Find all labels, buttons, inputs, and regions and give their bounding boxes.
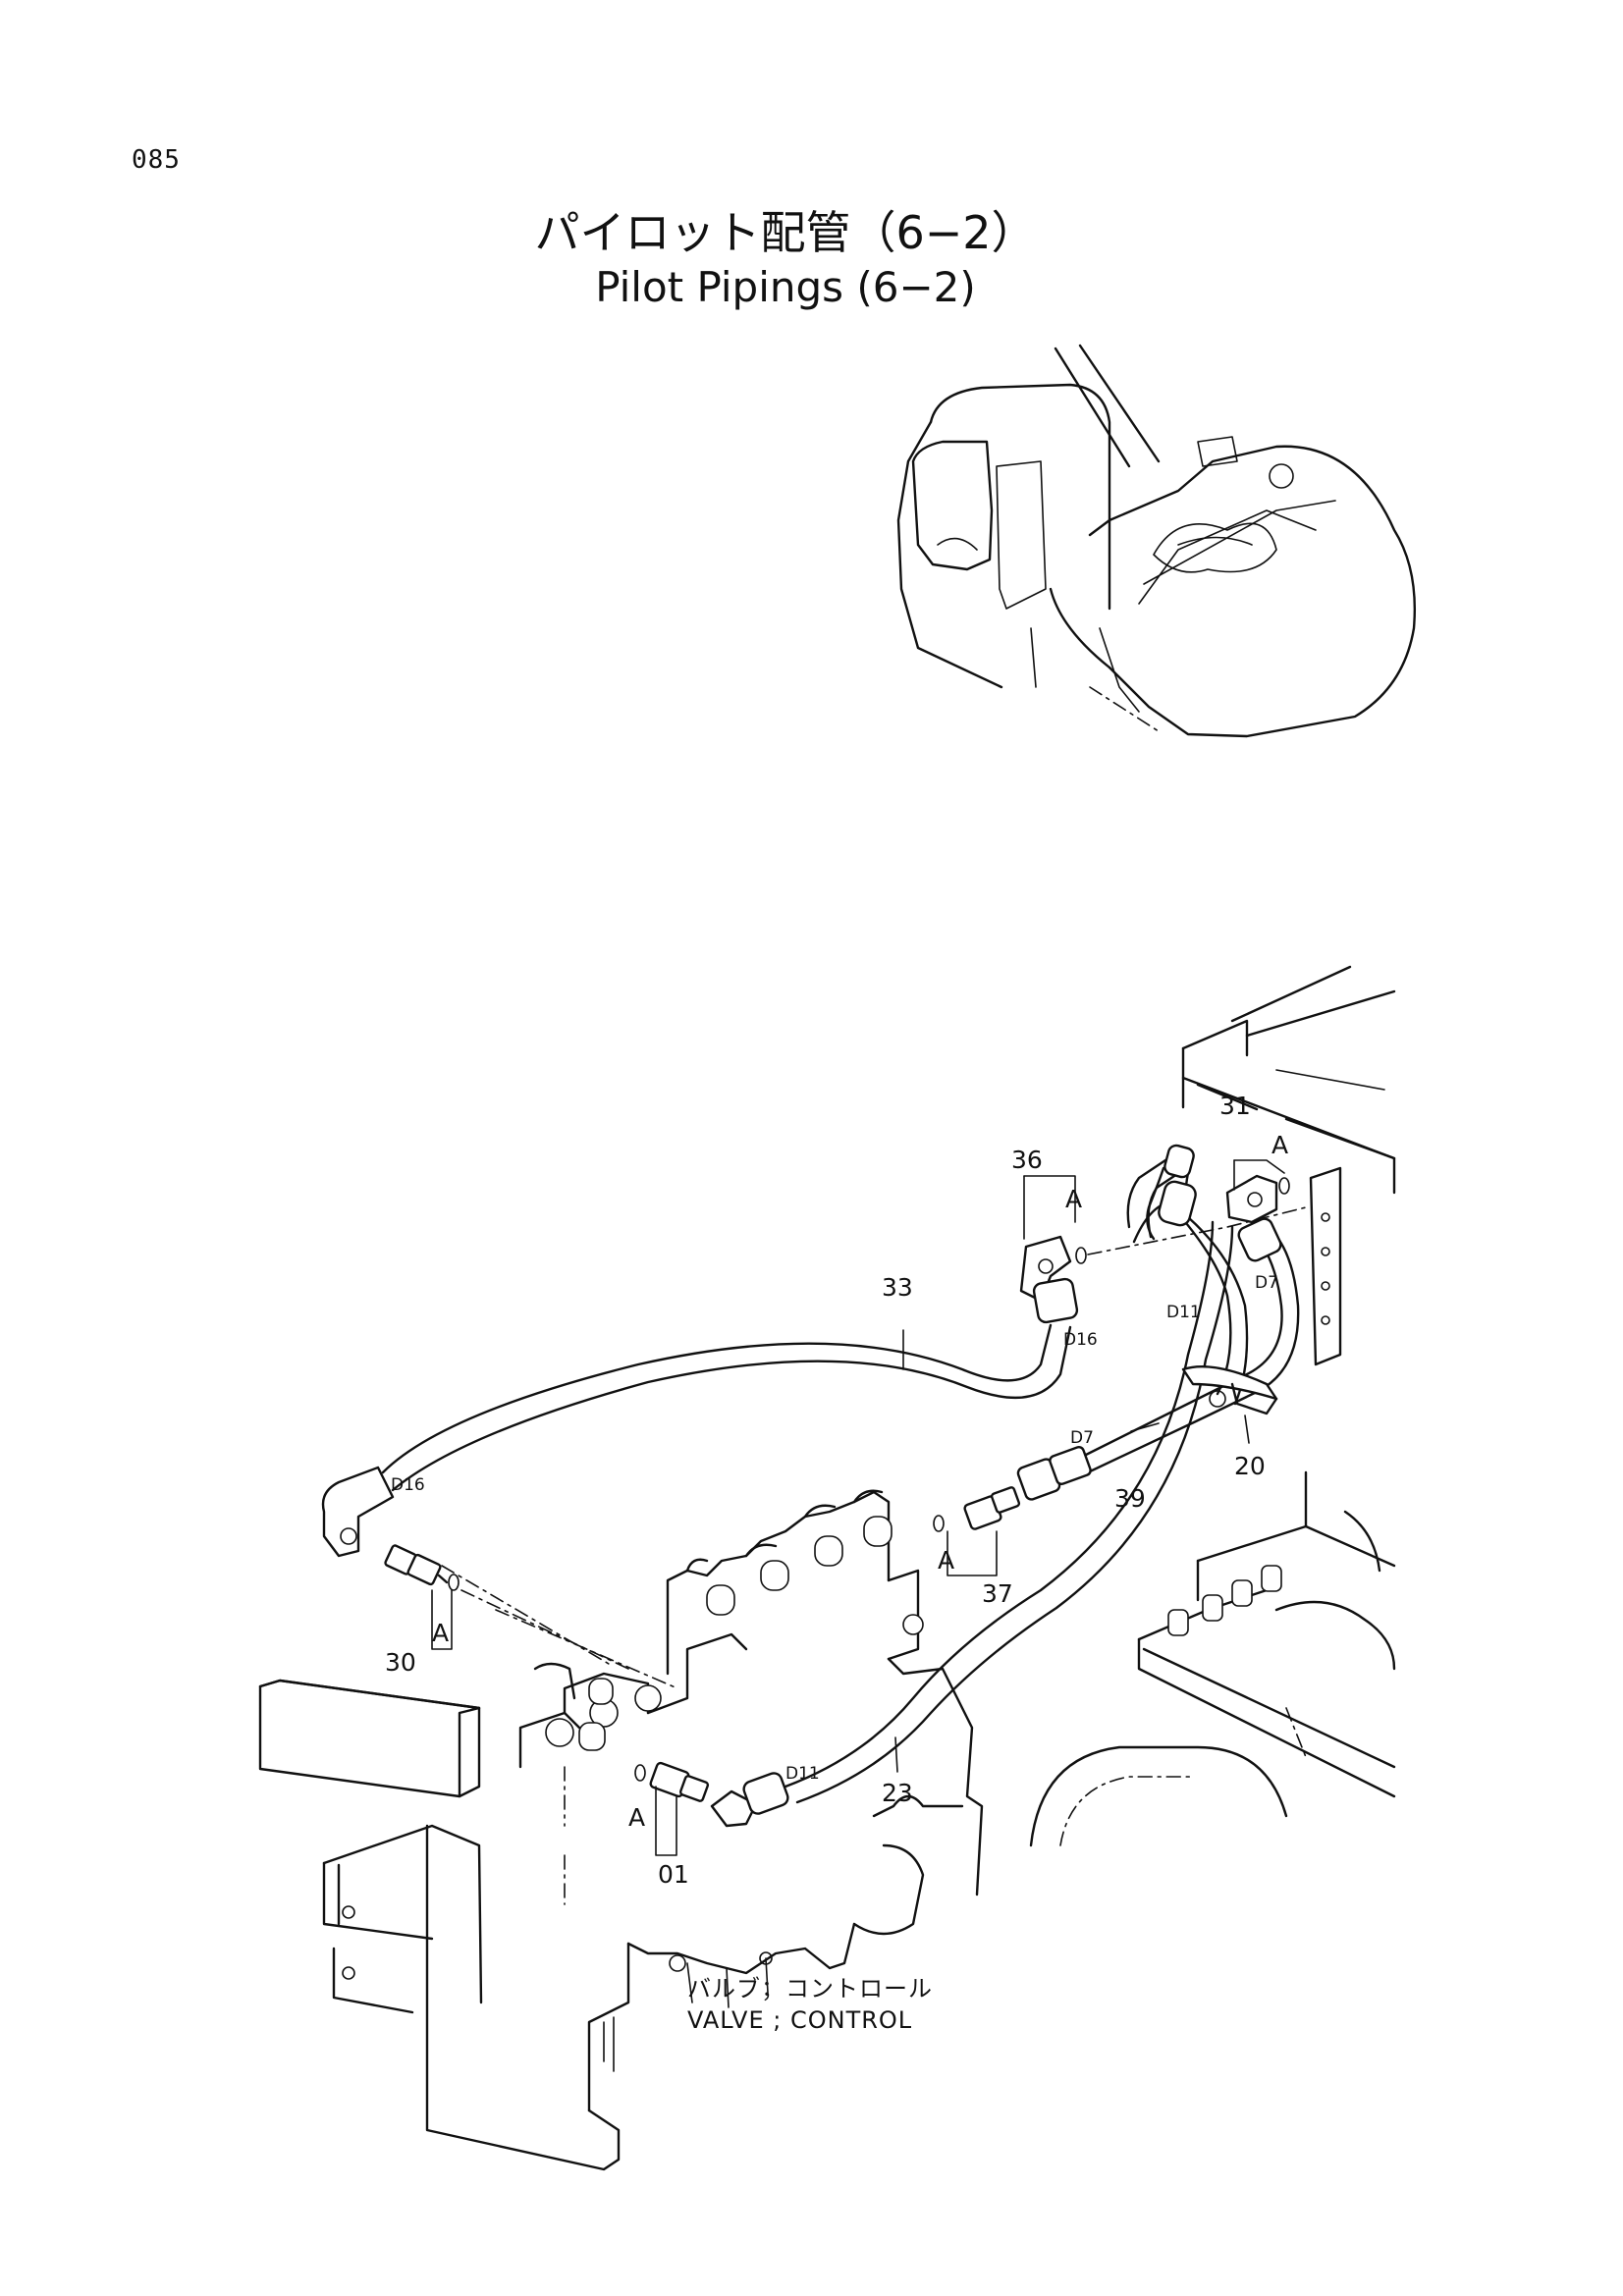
- fitting-d7-top: [1237, 1217, 1282, 1262]
- callout-labels: 33 36 A 31 A 20 39 A 37 A 30 A 01 23: [385, 1092, 1288, 1889]
- pipe-23: [784, 1220, 1234, 1804]
- leader-lines: [431, 1159, 1307, 1856]
- pipe-code-d7-mid: D7: [1070, 1428, 1094, 1448]
- elbow-fitting-d16-left: [321, 1466, 395, 1558]
- callout-01: 01: [658, 1860, 689, 1889]
- callout-37: 37: [982, 1579, 1013, 1608]
- pipe-code-labels: D16 D16 D11 D7 D7 D11: [391, 1273, 1278, 1784]
- callout-36: 36: [1011, 1146, 1043, 1174]
- hose-clamp-20: [1181, 1364, 1278, 1415]
- callout-23: 23: [882, 1779, 913, 1807]
- fitting-30: [384, 1544, 449, 1586]
- pipe-33: [381, 1323, 1072, 1492]
- fitting-01: [649, 1761, 710, 1802]
- callout-20: 20: [1234, 1452, 1266, 1480]
- fitting-31: [1225, 1174, 1278, 1224]
- fitting-d11-top: [1158, 1144, 1197, 1227]
- callout-a-36: A: [1065, 1185, 1082, 1213]
- pipe-code-d16-left: D16: [391, 1475, 425, 1495]
- callout-33: 33: [882, 1273, 913, 1302]
- caption-japanese: バルブ；コントロール: [687, 1975, 933, 2002]
- fitting-39-end: [1016, 1445, 1092, 1501]
- callout-39: 39: [1114, 1484, 1146, 1513]
- control-valve-body: [258, 1489, 984, 2171]
- fitting-36: [1019, 1235, 1072, 1303]
- callout-a-01: A: [628, 1803, 645, 1832]
- lower-right-frame: [1029, 1470, 1396, 1847]
- page-number: 085: [132, 145, 181, 175]
- pipe-code-d11-bottom: D11: [785, 1764, 820, 1784]
- title-block: パイロット配管（6−2） Pilot Pipings (6−2): [511, 204, 1060, 314]
- excavator-overview-illustration: [896, 344, 1417, 738]
- callout-a-37: A: [938, 1546, 954, 1575]
- elbow-fitting-d11-bottom: [710, 1772, 789, 1828]
- component-caption: バルブ；コントロール VALVE ; CONTROL: [687, 1973, 933, 2036]
- upper-frame-structure: [1181, 965, 1396, 1366]
- caption-english: VALVE ; CONTROL: [687, 2006, 913, 2034]
- o-rings-a: [448, 1177, 1290, 1782]
- fitting-37: [963, 1486, 1021, 1530]
- fitting-d16-top: [1032, 1277, 1079, 1324]
- pipe-code-d11-top: D11: [1166, 1303, 1201, 1322]
- callout-a-30: A: [432, 1619, 449, 1647]
- pipe-code-d16-top: D16: [1063, 1330, 1098, 1350]
- callout-a-31: A: [1271, 1131, 1288, 1159]
- title-japanese: パイロット配管（6−2）: [534, 206, 1037, 259]
- title-english: Pilot Pipings (6−2): [595, 263, 976, 311]
- callout-31: 31: [1219, 1092, 1251, 1120]
- callout-30: 30: [385, 1648, 416, 1677]
- pipe-code-d7-top: D7: [1255, 1273, 1278, 1293]
